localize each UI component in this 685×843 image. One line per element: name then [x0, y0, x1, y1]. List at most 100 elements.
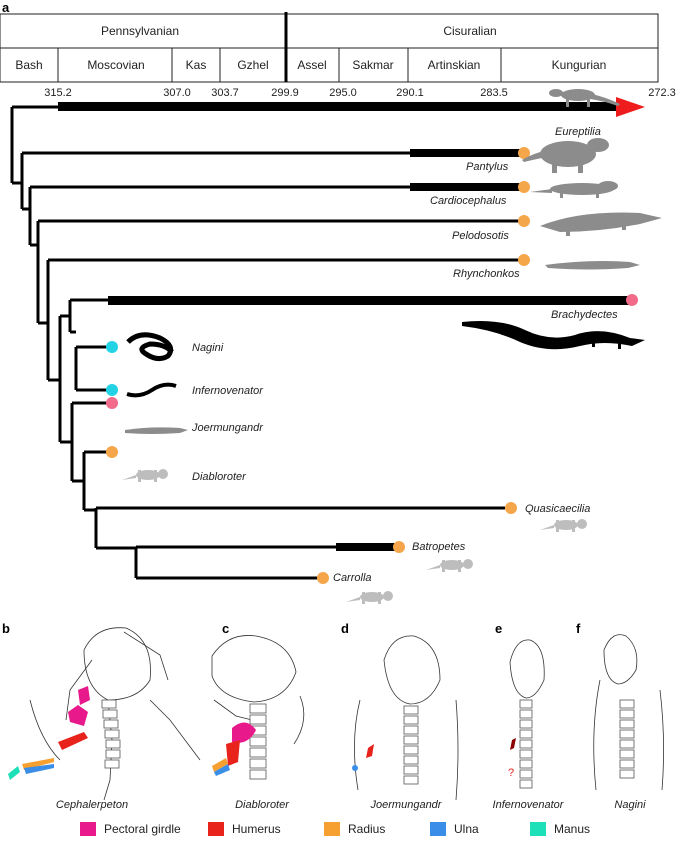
legend-swatch-manus [530, 822, 546, 836]
panel-b-skeleton [8, 627, 201, 801]
stage-assel: Assel [297, 58, 326, 72]
specimen-name-infernovenator: Infernovenator [493, 799, 565, 811]
pectoral-girdle-shape [68, 705, 88, 726]
radius-dot [518, 254, 530, 266]
taxon-quasicaecilia: Quasicaecilia [525, 503, 590, 515]
radius-dot [518, 147, 530, 159]
taxon-brachydectes: Brachydectes [551, 309, 618, 321]
taxon-infernovenator: Infernovenator [192, 385, 264, 397]
pantylus-silhouette [522, 138, 609, 173]
pectoral-girdle-shape [232, 722, 256, 743]
age-tick: 303.7 [211, 87, 239, 99]
manus-shape [8, 766, 20, 780]
taxon-eureptilia: Eureptilia [555, 126, 601, 138]
legend-label-pectoral-girdle: Pectoral girdle [104, 822, 181, 836]
humerus-shape [366, 744, 374, 758]
age-tick: 283.5 [480, 87, 508, 99]
pectoral-dot [106, 397, 118, 409]
taxon-carrolla: Carrolla [333, 572, 372, 584]
range-bar-cardiocephalus [410, 183, 522, 191]
legend-swatch-ulna [430, 822, 446, 836]
legend-swatch-radius [324, 822, 340, 836]
humerus-shape [510, 738, 516, 750]
taxon-labels: Eureptilia Pantylus Cardiocephalus Pelod… [191, 126, 618, 584]
legend-swatch-humerus [208, 822, 224, 836]
pelodosotis-silhouette [540, 212, 662, 236]
range-bar-eureptilia [58, 102, 618, 111]
legend: Pectoral girdle Humerus Radius Ulna Manu… [80, 822, 590, 836]
ulna-shape [352, 765, 358, 771]
period-cisuralian: Cisuralian [443, 24, 496, 38]
age-tick: 272.3 [648, 87, 676, 99]
manus-dot [106, 384, 118, 396]
vertebrae [249, 703, 267, 780]
vertebrae [519, 699, 533, 789]
stage-sakmar: Sakmar [352, 58, 393, 72]
panel-d-skeleton [352, 635, 459, 801]
stage-kungurian: Kungurian [552, 58, 607, 72]
taxon-rhynchonkos: Rhynchonkos [453, 268, 520, 280]
humerus-shape [58, 732, 88, 750]
pectoral-dot [626, 294, 638, 306]
range-bars [58, 97, 645, 551]
stage-bash: Bash [15, 58, 42, 72]
legend-label-ulna: Ulna [454, 822, 479, 836]
quasicaecilia-silhouette [540, 519, 587, 532]
brachydectes-silhouette [462, 321, 645, 350]
humerus-shape [226, 740, 240, 766]
timescale-table: Pennsylvanian Cisuralian Bash Moscovian … [0, 12, 659, 83]
vertebrae [403, 705, 419, 785]
taxon-nagini: Nagini [192, 342, 224, 354]
radius-dot [518, 181, 530, 193]
panel-e-skeleton: ? [508, 639, 545, 789]
stage-kas: Kas [186, 58, 207, 72]
age-tick: 307.0 [163, 87, 191, 99]
panel-f-skeleton [593, 634, 664, 791]
taxon-cardiocephalus: Cardiocephalus [430, 195, 507, 207]
joermungandr-silhouette [125, 427, 188, 434]
taxon-joermungandr: Joermungandr [191, 422, 264, 434]
vertebrae [101, 699, 121, 769]
stage-artinskian: Artinskian [428, 58, 481, 72]
specimen-name-joermungandr: Joermungandr [370, 799, 443, 811]
range-bar-brachydectes [108, 296, 632, 305]
panel-a-label: a [2, 0, 10, 15]
age-ticks: 315.2 307.0 303.7 299.9 295.0 290.1 283.… [44, 87, 676, 99]
question-mark: ? [508, 767, 514, 779]
age-tick: 315.2 [44, 87, 72, 99]
legend-label-humerus: Humerus [232, 822, 281, 836]
eureptilia-silhouette [549, 89, 620, 107]
panel-e-label: e [495, 621, 502, 636]
pectoral-girdle-shape [78, 686, 90, 705]
radius-dot [393, 541, 405, 553]
legend-label-manus: Manus [554, 822, 590, 836]
taxon-pantylus: Pantylus [466, 161, 509, 173]
nagini-silhouette [126, 332, 174, 362]
specimen-name-cephalerpeton: Cephalerpeton [56, 799, 128, 811]
panel-c-label: c [222, 621, 229, 636]
panel-f-label: f [576, 621, 581, 636]
radius-dot [106, 446, 118, 458]
radius-dot [518, 215, 530, 227]
panel-d-label: d [341, 621, 349, 636]
range-bar-batropetes [336, 543, 398, 551]
panel-b-label: b [2, 621, 10, 636]
legend-label-radius: Radius [348, 822, 385, 836]
stage-gzhel: Gzhel [237, 58, 268, 72]
carrolla-silhouette [346, 591, 393, 604]
age-tick: 290.1 [396, 87, 424, 99]
rhynchonkos-silhouette [545, 261, 640, 270]
diabloroter-silhouette [122, 469, 168, 482]
silhouettes [122, 89, 662, 604]
stage-moscovian: Moscovian [87, 58, 144, 72]
specimen-name-nagini: Nagini [614, 799, 646, 811]
cardiocephalus-silhouette [530, 181, 618, 198]
radius-dot [505, 502, 517, 514]
manus-dot [106, 341, 118, 353]
panel-c-skeleton [211, 635, 305, 780]
period-pennsylvanian: Pennsylvanian [101, 24, 179, 38]
infernovenator-silhouette [126, 382, 177, 398]
phylogeny-tree [10, 105, 521, 580]
taxon-pelodosotis: Pelodosotis [452, 230, 509, 242]
